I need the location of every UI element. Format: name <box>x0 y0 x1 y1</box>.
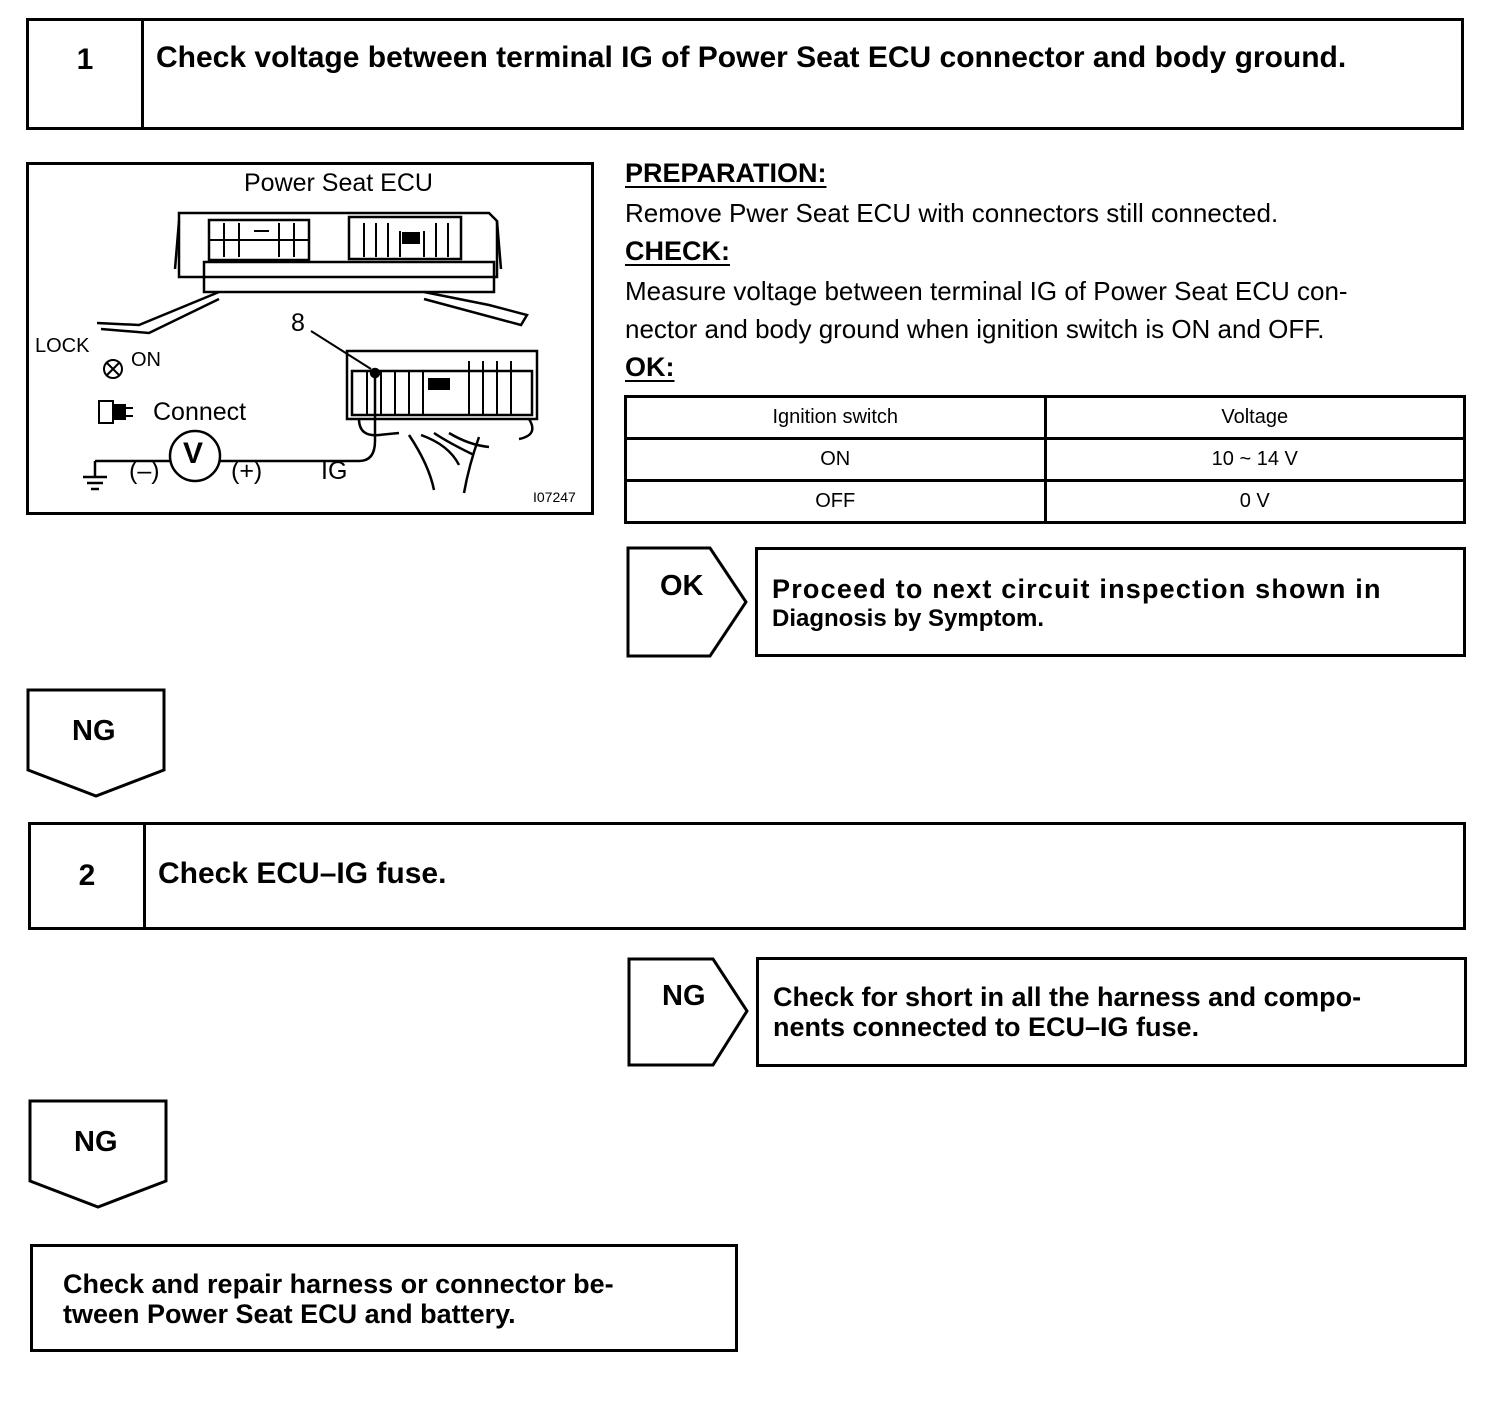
ecu-connector-pins <box>209 223 449 257</box>
negative-label: (–) <box>129 457 160 485</box>
ecu-figure: Power Seat ECU <box>26 162 594 515</box>
figure-id: I07247 <box>533 489 576 505</box>
step-1-title: Check voltage between terminal IG of Pow… <box>156 41 1347 74</box>
check-text-line-1: Measure voltage between terminal IG of P… <box>625 276 1348 306</box>
final-action-box: Check and repair harness or connector be… <box>30 1244 738 1352</box>
terminal-leader-line <box>310 330 372 370</box>
ground-icon <box>83 461 107 491</box>
terminal-number: 8 <box>291 309 305 337</box>
harness-connector-pins <box>366 361 512 415</box>
on-label: ON <box>131 349 161 371</box>
ecu-unit-drawing <box>96 211 529 335</box>
table-header-cell: Voltage <box>1043 395 1466 440</box>
connect-icon <box>98 400 133 424</box>
ng-down-arrow-tag <box>28 1099 168 1209</box>
figure-title: Power Seat ECU <box>244 169 433 197</box>
table-cell: ON <box>624 437 1047 482</box>
final-action-line-2: tween Power Seat ECU and battery. <box>63 1299 516 1329</box>
table-row: ON 10 ~ 14 V <box>624 437 1466 482</box>
table-cell: OFF <box>624 479 1047 524</box>
harness-connector-drawing <box>345 349 539 494</box>
check-text-line-2: nector and body ground when ignition swi… <box>625 314 1325 344</box>
check-heading: CHECK: <box>625 236 730 266</box>
ng-result-tag-label: NG <box>662 980 706 1012</box>
ng-tag-label-2: NG <box>74 1126 118 1158</box>
step-1-header: 1 Check voltage between terminal IG of P… <box>26 18 1464 130</box>
ng-result-line-2: nents connected to ECU–IG fuse. <box>773 1012 1200 1042</box>
ok-heading: OK: <box>625 352 675 382</box>
table-cell: 10 ~ 14 V <box>1043 437 1466 482</box>
ok-result-box: Proceed to next circuit inspection shown… <box>755 547 1466 657</box>
ok-result-line-2: Diagnosis by Symptom. <box>772 605 1045 632</box>
ng-down-arrow-tag <box>26 688 166 798</box>
preparation-text: Remove Pwer Seat ECU with connectors sti… <box>625 198 1279 228</box>
ng-result-box: Check for short in all the harness and c… <box>756 957 1467 1067</box>
ng-tag-label: NG <box>72 715 116 747</box>
ok-arrow-tag <box>626 546 748 658</box>
ok-spec-table: Ignition switch Voltage ON 10 ~ 14 V OFF… <box>624 395 1466 524</box>
ng-result-line-1: Check for short in all the harness and c… <box>773 982 1362 1012</box>
step-2-header: 2 Check ECU–IG fuse. <box>28 822 1466 930</box>
ignition-switch-icon <box>103 359 123 379</box>
ig-label: IG <box>321 457 348 485</box>
table-header-cell: Ignition switch <box>624 395 1047 440</box>
positive-label: (+) <box>231 457 263 485</box>
ng-arrow-tag <box>627 957 749 1067</box>
final-action-line-1: Check and repair harness or connector be… <box>63 1269 614 1299</box>
step-2-title: Check ECU–IG fuse. <box>158 857 447 890</box>
ok-result-line-1: Proceed to next circuit inspection shown… <box>772 574 1382 604</box>
lock-label: LOCK <box>35 335 90 357</box>
table-header-row: Ignition switch Voltage <box>624 395 1466 440</box>
ok-tag-label: OK <box>660 570 704 602</box>
step-2-number: 2 <box>31 825 146 927</box>
table-row: OFF 0 V <box>624 479 1466 524</box>
ecu-diagram <box>83 211 539 494</box>
table-cell: 0 V <box>1043 479 1466 524</box>
step-1-number: 1 <box>29 21 144 127</box>
preparation-heading: PREPARATION: <box>625 158 827 188</box>
voltmeter-wiring <box>95 367 381 483</box>
voltmeter-symbol: V <box>183 437 204 470</box>
connect-label: Connect <box>153 398 247 426</box>
